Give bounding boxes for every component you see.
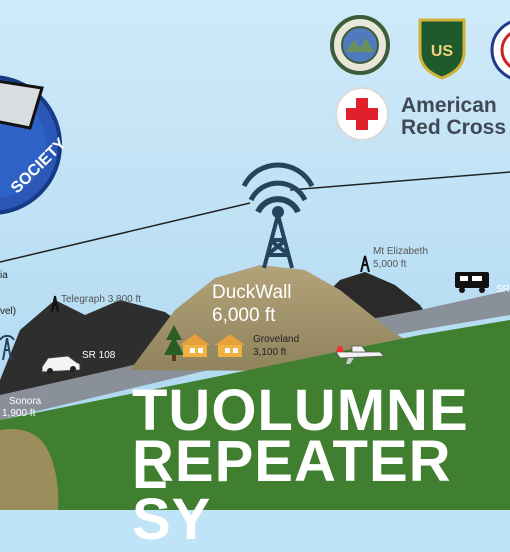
car-icon: [41, 355, 81, 374]
sonora-name: Sonora: [9, 396, 42, 407]
house-icon: [215, 334, 245, 357]
left-partial-label-2: vel): [0, 306, 17, 317]
duckwall-name: DuckWall: [212, 282, 292, 303]
duckwall-elevation: 6,000 ft: [212, 305, 276, 326]
telegraph-label: Telegraph 3,800 ft: [61, 294, 142, 305]
left-partial-label-1: ia: [0, 270, 8, 281]
left-tower-icon: [0, 334, 15, 361]
banner-title-line2: REPEATER SY: [132, 429, 452, 552]
road-label-sr108: SR 108: [82, 350, 116, 361]
partial-logo-right: [490, 20, 510, 80]
road-label-sr: SR: [496, 284, 510, 295]
groveland-elevation: 3,100 ft: [253, 347, 287, 358]
airplane-icon: [335, 345, 385, 364]
tree-icon: [164, 325, 184, 361]
red-cross-icon: [335, 87, 389, 141]
rv-icon: [455, 272, 489, 293]
forest-service-mid-text: US: [431, 43, 454, 60]
red-cross-name-line1: American: [401, 94, 497, 117]
signal-line-left: [0, 202, 251, 263]
grass: [0, 320, 510, 510]
radio-tower-icon: [241, 162, 315, 269]
mt-elizabeth-tower-icon: [360, 255, 370, 273]
mt-elizabeth-elevation: 5,000 ft: [373, 259, 407, 270]
banner-title-line1: TUOLUMNE L: [132, 378, 469, 501]
mt-elizabeth-name: Mt Elizabeth: [373, 246, 429, 257]
forest-service-logo: US: [418, 18, 466, 80]
duckwall-hill: [130, 265, 440, 372]
telegraph-tower-icon: [51, 295, 59, 313]
scene: SOCIETY: [0, 0, 510, 510]
red-cross-name-line2: Red Cross: [401, 116, 507, 139]
house-icon: [180, 334, 210, 357]
groveland-name: Groveland: [253, 334, 300, 345]
county-seal-logo: [330, 15, 390, 75]
signal-line-right: [289, 171, 510, 191]
sonora-elevation: 1,900 ft: [2, 408, 36, 419]
foreground-hill: [0, 429, 59, 510]
